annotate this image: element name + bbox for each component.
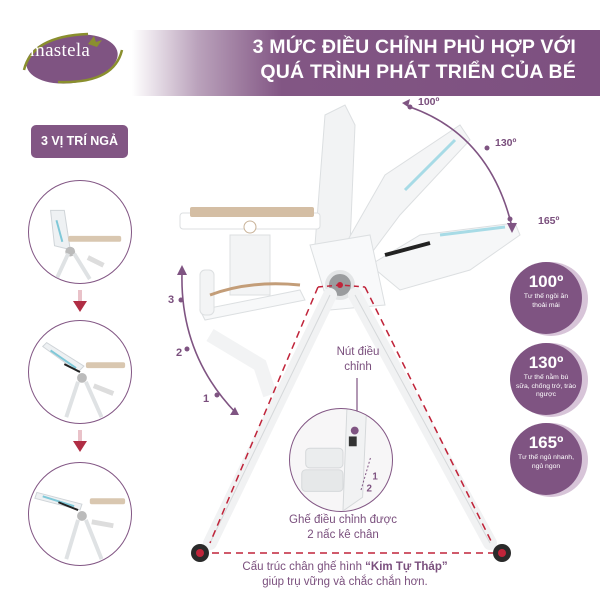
callout-line: Ghế điều chỉnh được	[289, 514, 397, 526]
position-description: Tư thế ngồi ăn thoải mái	[523, 293, 569, 309]
footrest-detail-inset: 1 2	[289, 408, 393, 512]
callout-line: 2 nấc kê chân	[307, 529, 379, 541]
page-title: 3 MỨC ĐIỀU CHỈNH PHÙ HỢP VỚI QUÁ TRÌNH P…	[253, 35, 576, 85]
footrest-step-1: 1	[203, 393, 210, 405]
position-degree: 100º	[528, 272, 564, 291]
angle-label-100: 100º	[418, 96, 440, 108]
position-description: Tư thế nằm bú sữa, chống trớ, trào ngược	[516, 374, 577, 398]
position-card-100: 100º Tư thế ngồi ăn thoải mái	[510, 262, 588, 336]
adjust-button-callout: Nút điều chỉnh	[318, 345, 398, 375]
thumbnail-upright	[28, 180, 132, 284]
arrow-down-icon	[73, 290, 87, 312]
chair-full-recline-icon	[34, 491, 126, 560]
recline-positions-badge: 3 VỊ TRÍ NGẢ	[31, 125, 128, 158]
high-chair-illustration	[177, 99, 521, 562]
footrest-callout: Ghế điều chỉnh được 2 nấc kê chân	[268, 513, 418, 543]
mastela-logo	[22, 32, 124, 84]
brand-name: mastela	[30, 40, 91, 61]
footrest-detail-icon: 1 2	[301, 409, 378, 511]
footrest-step-3: 3	[168, 294, 175, 306]
position-disc: 100º Tư thế ngồi ăn thoải mái	[510, 262, 582, 334]
chair-semi-recline-icon	[41, 341, 126, 418]
footer-line-1: Cấu trúc chân ghế hình “Kim Tự Tháp”	[200, 560, 490, 575]
pyramid-leg-note: Cấu trúc chân ghế hình “Kim Tự Tháp” giú…	[200, 560, 490, 590]
position-card-130: 130º Tư thế nằm bú sữa, chống trớ, trào …	[510, 343, 588, 417]
title-line-1: 3 MỨC ĐIỀU CHỈNH PHÙ HỢP VỚI	[252, 36, 576, 58]
footrest-step-2: 2	[176, 347, 183, 359]
position-degree: 165º	[528, 433, 564, 452]
position-disc: 165º Tư thế ngủ nhanh, ngủ ngon	[510, 423, 582, 495]
footer-line-2: giúp trụ vững và chắc chắn hơn.	[262, 576, 428, 588]
position-disc: 130º Tư thế nằm bú sữa, chống trớ, trào …	[510, 343, 582, 415]
svg-text:1: 1	[372, 472, 378, 483]
title-line-2: QUÁ TRÌNH PHÁT TRIỂN CỦA BÉ	[260, 61, 576, 83]
thumbnail-semi-recline	[28, 320, 132, 424]
position-card-165: 165º Tư thế ngủ nhanh, ngủ ngon	[510, 423, 588, 497]
callout-line: Nút điều	[336, 346, 380, 358]
svg-text:2: 2	[367, 483, 373, 494]
chair-upright-icon	[50, 209, 122, 281]
footer-highlight: “Kim Tự Tháp”	[365, 561, 448, 573]
position-degree: 130º	[528, 353, 564, 372]
thumbnail-full-recline	[28, 462, 132, 566]
callout-line: chỉnh	[344, 361, 372, 373]
angle-label-130: 130º	[495, 137, 517, 149]
angle-label-165: 165º	[538, 215, 560, 227]
header-band	[132, 30, 600, 96]
arrow-down-icon	[73, 430, 87, 452]
position-description: Tư thế ngủ nhanh, ngủ ngon	[518, 454, 574, 470]
footer-prefix: Cấu trúc chân ghế hình	[242, 561, 366, 573]
